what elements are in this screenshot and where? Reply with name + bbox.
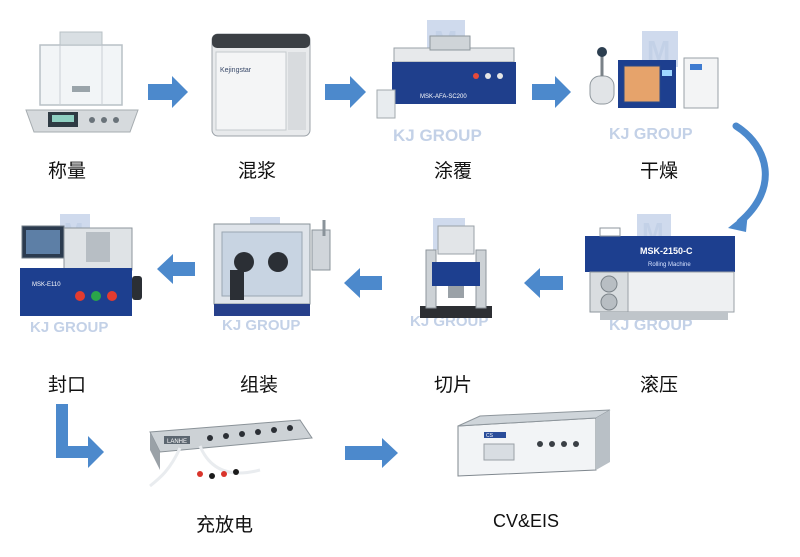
- balance-image: [25, 31, 139, 133]
- step-label-assembly: 组装: [240, 374, 279, 396]
- svg-text:KJ GROUP: KJ GROUP: [30, 319, 108, 336]
- glove-box-image: [213, 220, 331, 316]
- battery-tester-image: LANHE: [149, 419, 313, 488]
- svg-text:MSK-E110: MSK-E110: [32, 282, 61, 288]
- svg-text:MSK-AFA-SC200: MSK-AFA-SC200: [420, 94, 467, 100]
- svg-text:M: M: [647, 35, 670, 66]
- watermark-drying: M KJ GROUP: [609, 31, 693, 143]
- step-label-cv-eis: CV&EIS: [493, 511, 560, 531]
- svg-text:Kejingstar: Kejingstar: [220, 67, 252, 74]
- arrow-curve-down: [732, 122, 769, 226]
- coater-image: MSK-AFA-SC200: [376, 35, 516, 119]
- svg-text:LANHE: LANHE: [167, 439, 187, 445]
- crimping-machine-image: MSK-E110: [20, 225, 142, 316]
- svg-text:CS: CS: [486, 433, 494, 439]
- svg-text:KJ GROUP: KJ GROUP: [609, 317, 693, 334]
- svg-text:KJ GROUP: KJ GROUP: [393, 126, 482, 145]
- drying-oven-image: [589, 47, 719, 109]
- rolling-machine-image: MSK-2150-C Rolling Machine: [585, 227, 735, 320]
- step-label-charge-discharge: 充放电: [196, 514, 254, 536]
- svg-text:MSK-2150-C: MSK-2150-C: [640, 246, 693, 256]
- electrochemical-workstation-image: CS: [457, 409, 611, 477]
- arrows: [56, 76, 769, 468]
- arrow-left-1: [524, 268, 563, 298]
- step-label-weighing: 称量: [48, 160, 87, 182]
- arrow-right-1: [148, 76, 188, 108]
- arrow-right-3: [532, 76, 571, 108]
- arrow-right-2: [325, 76, 366, 108]
- step-label-cutting: 切片: [434, 374, 473, 396]
- step-label-mixing: 混浆: [238, 160, 277, 182]
- step-label-coating: 涂覆: [434, 160, 473, 182]
- svg-text:KJ GROUP: KJ GROUP: [222, 317, 300, 334]
- arrow-curve-head: [728, 212, 748, 232]
- cutting-machine-image: [420, 225, 492, 318]
- arrow-left-3: [157, 254, 195, 284]
- mixer-image: Kejingstar: [211, 33, 311, 137]
- svg-text:KJ GROUP: KJ GROUP: [609, 126, 693, 143]
- arrow-elbow: [56, 404, 104, 468]
- step-label-drying: 干燥: [640, 160, 679, 182]
- arrow-left-2: [344, 268, 382, 298]
- svg-text:Rolling Machine: Rolling Machine: [648, 262, 691, 268]
- arrow-right-4: [345, 438, 398, 468]
- step-label-sealing: 封口: [48, 374, 87, 396]
- step-label-rolling: 滚压: [640, 374, 679, 396]
